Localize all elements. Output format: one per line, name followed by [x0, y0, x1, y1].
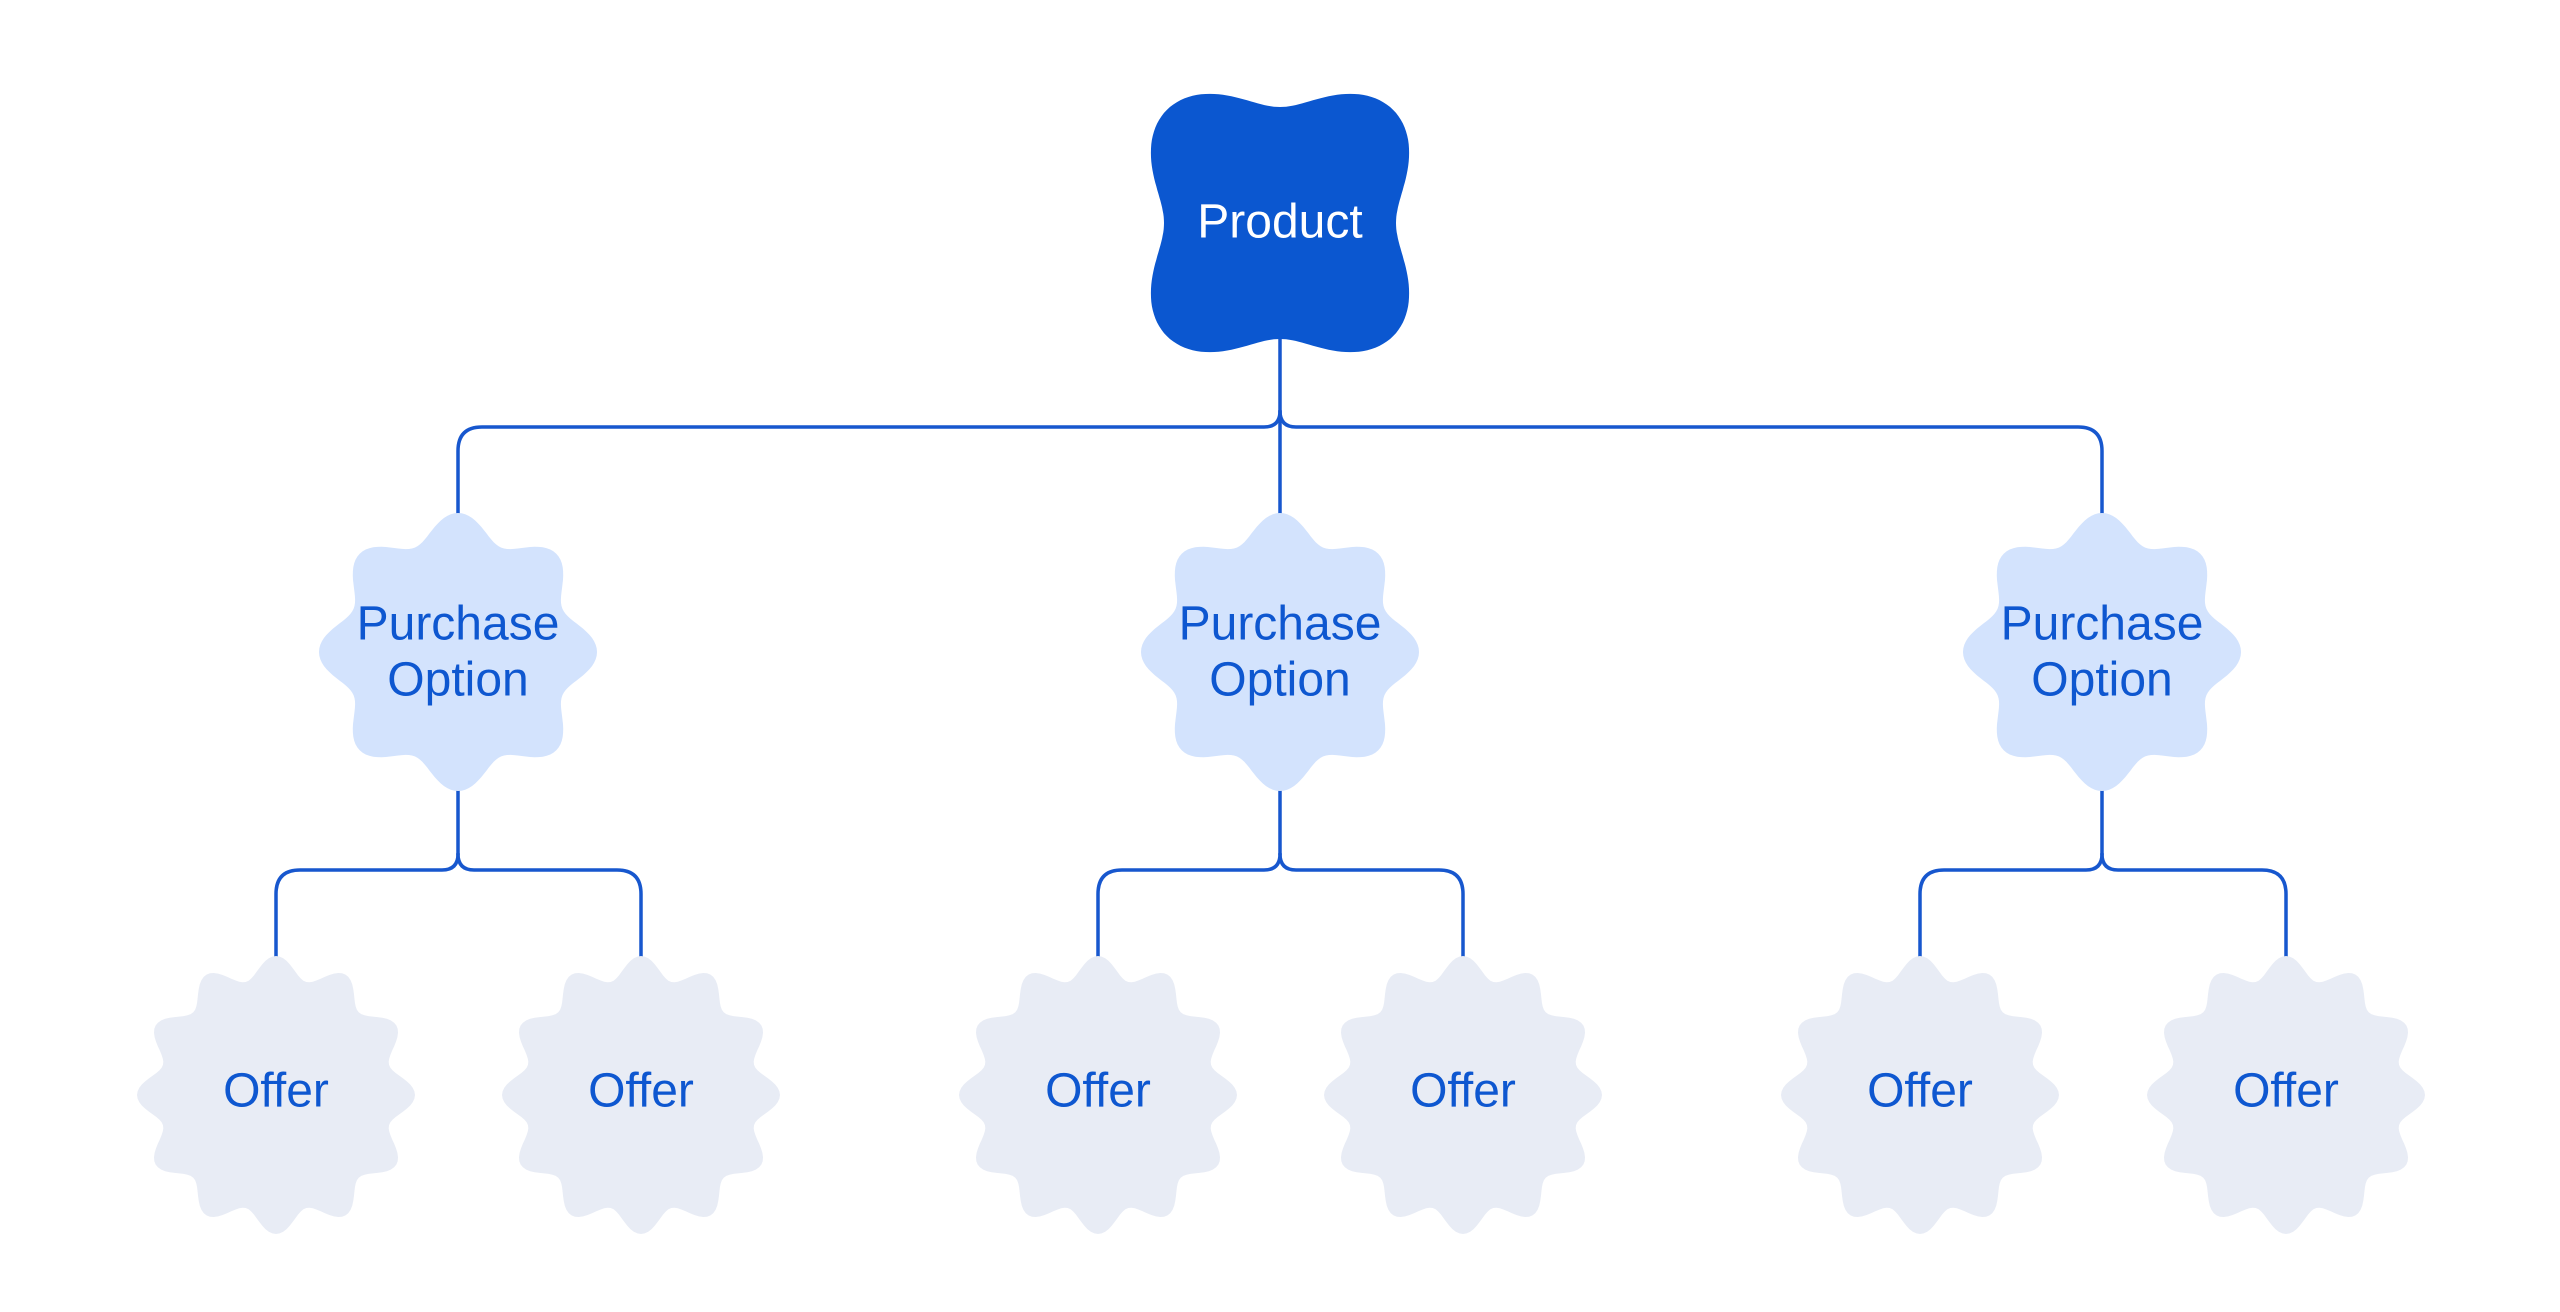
offer-node-shape: [1324, 956, 1602, 1234]
purchase-option-node-2: Purchase Option: [1141, 513, 1419, 791]
purchase-option-label-line1: Purchase: [2001, 598, 2204, 651]
purchase-option-label-line2: Option: [387, 654, 528, 707]
purchase-option-node-shape: [1141, 513, 1419, 791]
connector-po3-branch-right: [2100, 852, 2288, 960]
purchase-option-node-3: Purchase Option: [1963, 513, 2241, 791]
product-node: Product: [1150, 93, 1410, 353]
offer-node-shape: [502, 956, 780, 1234]
offer-node-2: Offer: [502, 956, 780, 1234]
connector-bus-left: [456, 409, 1282, 515]
product-node-shape: [1150, 93, 1410, 353]
connector-po2-branch-left: [1096, 852, 1282, 960]
purchase-option-label-line2: Option: [2031, 654, 2172, 707]
purchase-option-node-shape: [1963, 513, 2241, 791]
offer-node-1: Offer: [137, 956, 415, 1234]
offer-node-shape: [137, 956, 415, 1234]
purchase-option-node-1: Purchase Option: [319, 513, 597, 791]
offer-node-6: Offer: [2147, 956, 2425, 1234]
purchase-option-label-line1: Purchase: [1179, 598, 1382, 651]
offer-node-label: Offer: [1045, 1065, 1151, 1118]
connector-po1-branch-right: [456, 852, 643, 960]
connector-po1-branch-left: [274, 852, 460, 960]
connector-po2-branch-right: [1278, 852, 1465, 960]
offer-node-label: Offer: [2233, 1065, 2339, 1118]
offer-node-5: Offer: [1781, 956, 2059, 1234]
offer-node-3: Offer: [959, 956, 1237, 1234]
connector-po3-branch-left: [1918, 852, 2104, 960]
connector-bus-right: [1278, 409, 2104, 515]
offer-node-label: Offer: [588, 1065, 694, 1118]
product-node-label: Product: [1197, 196, 1362, 249]
offer-node-shape: [1781, 956, 2059, 1234]
offer-node-label: Offer: [223, 1065, 329, 1118]
purchase-option-node-shape: [319, 513, 597, 791]
offer-node-shape: [959, 956, 1237, 1234]
offer-node-label: Offer: [1410, 1065, 1516, 1118]
offer-node-label: Offer: [1867, 1065, 1973, 1118]
purchase-option-label-line2: Option: [1209, 654, 1350, 707]
purchase-option-label-line1: Purchase: [357, 598, 560, 651]
offer-node-4: Offer: [1324, 956, 1602, 1234]
connector-lines: [274, 337, 2288, 960]
offer-node-shape: [2147, 956, 2425, 1234]
